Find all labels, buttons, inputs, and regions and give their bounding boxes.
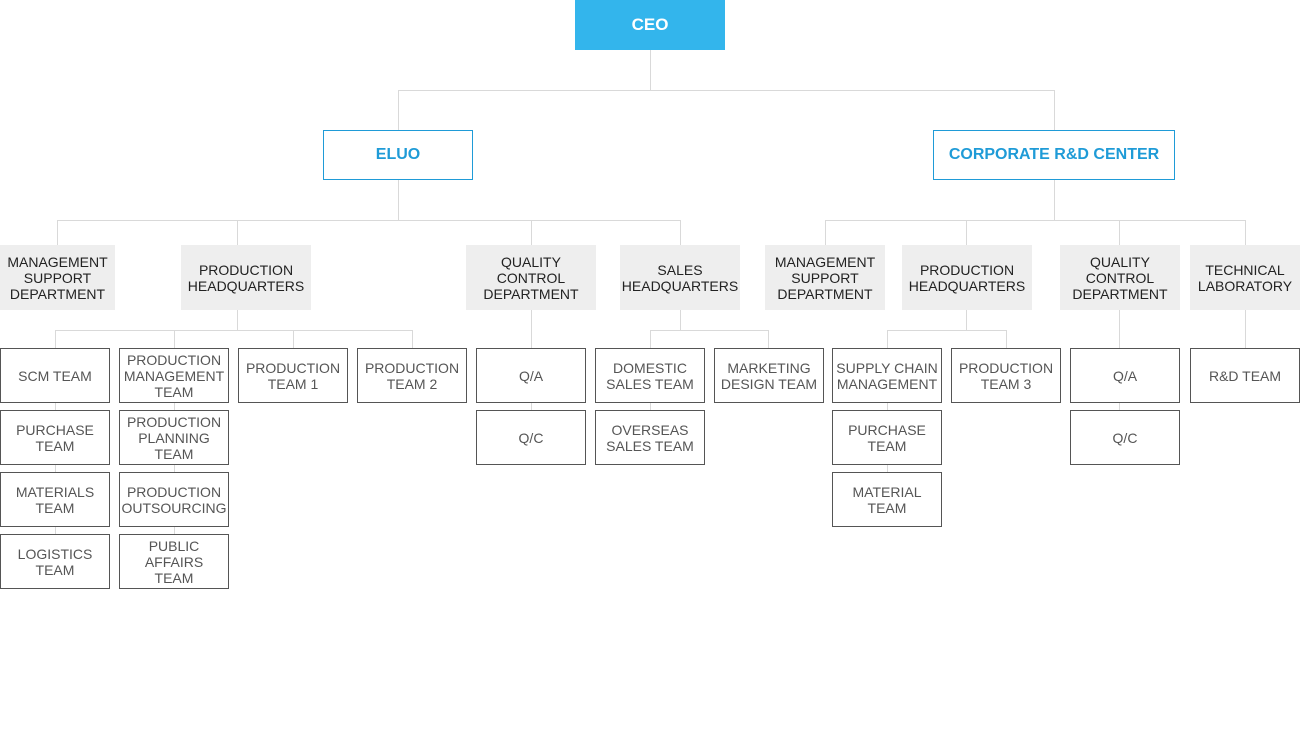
connector-line xyxy=(57,220,58,245)
department-management-support: MANAGEMENT SUPPORT DEPARTMENT xyxy=(0,245,115,310)
team-production-2: PRODUCTION TEAM 2 xyxy=(357,348,467,403)
department-quality-control: QUALITY CONTROL DEPARTMENT xyxy=(466,245,596,310)
team-logistics: LOGISTICS TEAM xyxy=(0,534,110,589)
connector-line xyxy=(966,220,967,245)
team-purchase: PURCHASE TEAM xyxy=(0,410,110,465)
team-production-1: PRODUCTION TEAM 1 xyxy=(238,348,348,403)
connector-line xyxy=(55,330,413,331)
team-production-planning: PRODUCTION PLANNING TEAM xyxy=(119,410,229,465)
connector-line xyxy=(1119,220,1120,245)
team-production-3: PRODUCTION TEAM 3 xyxy=(951,348,1061,403)
division-corporate-rd-center: CORPORATE R&D CENTER xyxy=(933,130,1175,180)
team-materials: MATERIALS TEAM xyxy=(0,472,110,527)
connector-line xyxy=(966,310,967,330)
team-purchase: PURCHASE TEAM xyxy=(832,410,942,465)
team-production-management: PRODUCTION MANAGEMENT TEAM xyxy=(119,348,229,403)
connector-line xyxy=(825,220,826,245)
team-domestic-sales: DOMESTIC SALES TEAM xyxy=(595,348,705,403)
connector-line xyxy=(57,220,681,221)
department-production-headquarters: PRODUCTION HEADQUARTERS xyxy=(902,245,1032,310)
connector-line xyxy=(650,330,769,331)
team-supply-chain-management: SUPPLY CHAIN MANAGEMENT xyxy=(832,348,942,403)
connector-line xyxy=(768,330,769,348)
department-technical-laboratory: TECHNICAL LABORATORY xyxy=(1190,245,1300,310)
team-material: MATERIAL TEAM xyxy=(832,472,942,527)
department-production-headquarters: PRODUCTION HEADQUARTERS xyxy=(181,245,311,310)
connector-line xyxy=(825,220,1246,221)
connector-line xyxy=(398,90,1055,91)
department-quality-control: QUALITY CONTROL DEPARTMENT xyxy=(1060,245,1180,310)
connector-line xyxy=(1054,180,1055,220)
ceo-node: CEO xyxy=(575,0,725,50)
team-qa: Q/A xyxy=(476,348,586,403)
connector-line xyxy=(531,220,532,245)
team-qc: Q/C xyxy=(1070,410,1180,465)
connector-line xyxy=(650,50,651,90)
connector-line xyxy=(55,330,56,348)
connector-line xyxy=(174,330,175,348)
connector-line xyxy=(680,310,681,330)
connector-line xyxy=(680,220,681,245)
connector-line xyxy=(1054,90,1055,130)
connector-line xyxy=(1245,220,1246,245)
connector-line xyxy=(398,90,399,130)
department-management-support: MANAGEMENT SUPPORT DEPARTMENT xyxy=(765,245,885,310)
team-rd: R&D TEAM xyxy=(1190,348,1300,403)
connector-line xyxy=(1006,330,1007,348)
connector-line xyxy=(237,310,238,330)
department-sales-headquarters: SALES HEADQUARTERS xyxy=(620,245,740,310)
connector-line xyxy=(293,330,294,348)
team-production-outsourcing: PRODUCTION OUTSOURCING xyxy=(119,472,229,527)
team-qa: Q/A xyxy=(1070,348,1180,403)
team-marketing-design: MARKETING DESIGN TEAM xyxy=(714,348,824,403)
team-public-affairs: PUBLIC AFFAIRS TEAM xyxy=(119,534,229,589)
connector-line xyxy=(1245,310,1246,348)
connector-line xyxy=(398,180,399,220)
team-overseas-sales: OVERSEAS SALES TEAM xyxy=(595,410,705,465)
team-scm: SCM TEAM xyxy=(0,348,110,403)
division-eluo: ELUO xyxy=(323,130,473,180)
team-qc: Q/C xyxy=(476,410,586,465)
connector-line xyxy=(887,330,1006,331)
connector-line xyxy=(237,220,238,245)
connector-line xyxy=(412,330,413,348)
